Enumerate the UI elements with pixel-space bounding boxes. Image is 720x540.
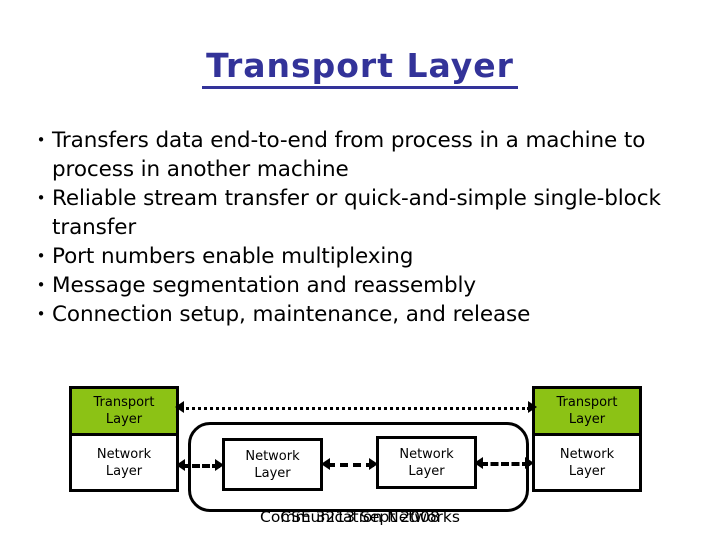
network-hop-arrow-2 bbox=[327, 463, 374, 467]
bullet-marker-icon: • bbox=[36, 247, 46, 265]
arrow-head-left-hop2 bbox=[321, 458, 330, 470]
protocol-stack-diagram: Transport Layer Network Layer Transport … bbox=[0, 370, 720, 540]
arrow-head-right-hop3 bbox=[525, 457, 534, 469]
network-layer-label-line2: Layer bbox=[105, 463, 143, 479]
transport-layer-box-right: Transport Layer bbox=[532, 386, 642, 436]
host-stack-right: Transport Layer Network Layer bbox=[532, 386, 642, 492]
footer-date-text: CSE 3213 Sept 2008 bbox=[280, 508, 440, 526]
arrow-head-right-transport bbox=[528, 401, 537, 413]
network-node-label-line2: Layer bbox=[408, 463, 445, 479]
network-hop-arrow-3 bbox=[480, 462, 530, 466]
network-layer-box-right: Network Layer bbox=[532, 436, 642, 492]
footer-course-text: Communication Networks bbox=[260, 508, 460, 526]
list-item-text: Reliable stream transfer or quick-and-si… bbox=[52, 186, 661, 240]
list-item: • Port numbers enable multiplexing bbox=[30, 242, 690, 271]
bullet-marker-icon: • bbox=[36, 305, 46, 323]
list-item-text: Connection setup, maintenance, and relea… bbox=[52, 302, 531, 327]
network-layer-label-line1: Network bbox=[96, 446, 152, 462]
bullet-marker-icon: • bbox=[36, 276, 46, 294]
list-item: • Transfers data end-to-end from process… bbox=[30, 126, 690, 184]
network-node-label-line2: Layer bbox=[254, 465, 291, 481]
host-stack-left: Transport Layer Network Layer bbox=[69, 386, 179, 492]
network-node-label-line1: Network bbox=[399, 446, 454, 462]
list-item-text: Message segmentation and reassembly bbox=[52, 273, 477, 298]
arrow-head-left-hop1 bbox=[176, 459, 185, 471]
arrow-head-left-hop3 bbox=[474, 457, 483, 469]
bullet-marker-icon: • bbox=[36, 131, 46, 149]
network-node-box-1: Network Layer bbox=[222, 438, 323, 491]
list-item: • Reliable stream transfer or quick-and-… bbox=[30, 184, 690, 242]
network-layer-label-line2: Layer bbox=[568, 463, 606, 479]
transport-layer-label-line2: Layer bbox=[568, 412, 606, 427]
arrow-head-right-hop2 bbox=[369, 458, 378, 470]
list-item: • Message segmentation and reassembly bbox=[30, 271, 690, 300]
page-title-text: Transport Layer bbox=[202, 48, 518, 89]
arrow-head-right-hop1 bbox=[215, 459, 224, 471]
list-item-text: Port numbers enable multiplexing bbox=[52, 244, 414, 269]
transport-end-to-end-arrow bbox=[181, 407, 530, 410]
network-node-box-2: Network Layer bbox=[376, 436, 477, 489]
transport-layer-label-line1: Transport bbox=[556, 395, 618, 410]
bullet-list: • Transfers data end-to-end from process… bbox=[30, 126, 690, 329]
transport-layer-label-line2: Layer bbox=[105, 412, 143, 427]
network-layer-box-left: Network Layer bbox=[69, 436, 179, 492]
transport-layer-box-left: Transport Layer bbox=[69, 386, 179, 436]
list-item-text: Transfers data end-to-end from process i… bbox=[52, 128, 646, 182]
network-layer-label-line1: Network bbox=[559, 446, 615, 462]
bullet-marker-icon: • bbox=[36, 189, 46, 207]
network-node-label-line1: Network bbox=[245, 448, 300, 464]
list-item: • Connection setup, maintenance, and rel… bbox=[30, 300, 690, 329]
network-hop-arrow-1 bbox=[182, 464, 220, 468]
arrow-head-left-transport bbox=[175, 401, 184, 413]
transport-layer-label-line1: Transport bbox=[93, 395, 155, 410]
page-title: Transport Layer bbox=[0, 46, 720, 89]
